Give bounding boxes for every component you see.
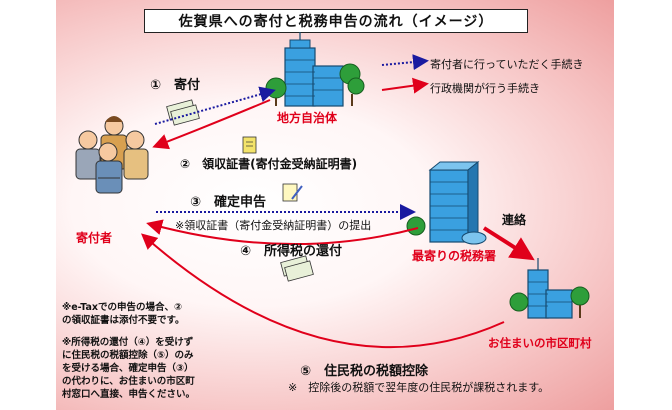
arrow-step4-refund bbox=[146, 219, 419, 246]
step1-label: ① 寄付 bbox=[150, 78, 201, 93]
step5-note: ※ 控除後の税額で翌年度の住民税が課税されます。 bbox=[288, 381, 550, 394]
local-government-label: 地方自治体 bbox=[277, 111, 338, 125]
municipality-building-icon bbox=[509, 258, 590, 319]
municipality-label: お住まいの市区町村 bbox=[488, 336, 592, 350]
step4-label: ④ 所得税の還付 bbox=[240, 244, 343, 259]
money-bills-icon-1 bbox=[166, 99, 200, 126]
local-government-building-icon bbox=[265, 32, 365, 107]
refund-note: ※所得税の還付（④）を受けず に住民税の税額控除（⑤）のみ を受ける場合、確定申… bbox=[62, 337, 196, 400]
legend-dotted-arrow bbox=[381, 54, 429, 71]
arrow-step2-receipt bbox=[152, 99, 271, 150]
tax-return-document-icon bbox=[282, 183, 303, 202]
step2-label: ② 領収証書(寄付金受納証明書) bbox=[180, 157, 358, 171]
arrow-step1-donation bbox=[154, 86, 276, 125]
receipt-document-icon bbox=[242, 136, 257, 154]
donor-label: 寄付者 bbox=[76, 231, 113, 245]
legend-solid-label: 行政機関が行う手続き bbox=[430, 82, 540, 95]
diagram-title: 佐賀県への寄付と税務申告の流れ（イメージ） bbox=[144, 9, 528, 33]
relay-label: 連絡 bbox=[502, 213, 527, 227]
donor-family-icon bbox=[75, 116, 149, 194]
etax-note: ※e-Taxでの申告の場合、② の領収証書は添付不要です。 bbox=[62, 302, 185, 326]
step3-label: ③ 確定申告 bbox=[190, 195, 267, 210]
legend-dotted-label: 寄付者に行っていただく手続き bbox=[430, 58, 584, 71]
legend-solid-arrow bbox=[381, 77, 429, 94]
tax-office-label: 最寄りの税務署 bbox=[412, 249, 497, 263]
tax-office-building-icon bbox=[406, 160, 487, 245]
arrow-step5-resident-tax bbox=[140, 233, 505, 349]
step5-label: ⑤ 住民税の税額控除 bbox=[300, 364, 429, 379]
arrow-relay bbox=[482, 226, 535, 261]
money-bills-icon-2 bbox=[280, 255, 314, 282]
step3-note: ※領収証書（寄付金受納証明書）の提出 bbox=[175, 219, 372, 232]
